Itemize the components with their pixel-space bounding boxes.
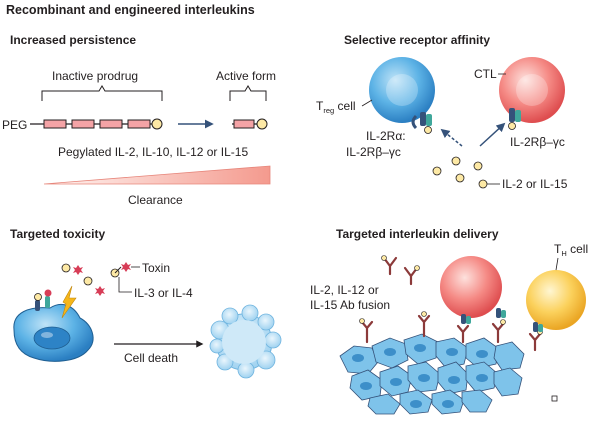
th-leader bbox=[555, 257, 559, 271]
pegylated-caption: Pegylated IL-2, IL-10, IL-12 or IL-15 bbox=[58, 145, 248, 159]
target-cell-receptors bbox=[34, 289, 52, 311]
receptor-left-line1: IL-2Rα: bbox=[366, 129, 406, 143]
weak-binding-arrow bbox=[440, 128, 463, 147]
active-brace bbox=[229, 85, 267, 101]
prodrug-segment bbox=[71, 119, 95, 129]
treg-leader bbox=[361, 99, 373, 107]
il3-label: IL-3 or IL-4 bbox=[134, 286, 193, 300]
ligand-label: IL-2 or IL-15 bbox=[502, 177, 568, 191]
panel-targeted-delivery: Targeted interleukin delivery bbox=[310, 227, 588, 415]
receptor-right-label: IL-2Rβ–γc bbox=[510, 135, 565, 149]
ligand-head bbox=[151, 118, 163, 130]
il3-leader bbox=[118, 277, 132, 293]
panel-selective-affinity: Selective receptor affinity Treg cell CT… bbox=[316, 33, 568, 191]
figure-title: Recombinant and engineered interleukins bbox=[6, 3, 255, 17]
peg-label: PEG bbox=[2, 118, 27, 132]
ctl-receptor-complex bbox=[508, 108, 521, 130]
prodrug-segment bbox=[127, 119, 151, 129]
free-ligands bbox=[432, 156, 488, 189]
bound-fusion-ligands bbox=[359, 311, 543, 335]
effector-cell-red bbox=[440, 256, 502, 318]
ctl-label: CTL bbox=[474, 67, 497, 81]
tumor-cell-cluster bbox=[339, 333, 525, 415]
lightning-icon bbox=[61, 285, 77, 319]
fusion-label-line2: IL-15 Ab fusion bbox=[310, 298, 390, 312]
treg-nucleus-highlight bbox=[386, 74, 418, 106]
apoptotic-cell bbox=[209, 304, 282, 379]
treg-label: Treg cell bbox=[316, 99, 356, 115]
prodrug-segment bbox=[43, 119, 67, 129]
treg-cell bbox=[369, 57, 435, 123]
clearance-wedge bbox=[43, 165, 271, 185]
strong-binding-arrow bbox=[479, 122, 506, 147]
prodrug-chain bbox=[30, 118, 163, 130]
cell-death-label: Cell death bbox=[124, 351, 178, 365]
effector-receptors bbox=[461, 308, 543, 332]
active-form-label: Active form bbox=[216, 69, 276, 83]
fusion-label-line1: IL-2, IL-12 or bbox=[310, 283, 379, 297]
panel-increased-persistence: Increased persistence Inactive prodrug A… bbox=[2, 33, 276, 207]
inactive-prodrug-label: Inactive prodrug bbox=[52, 69, 138, 83]
bound-antibody-fusions bbox=[360, 314, 542, 352]
toxin-conjugates bbox=[61, 262, 131, 296]
ctl-nucleus-highlight bbox=[516, 74, 548, 106]
receptor-left-line2: IL-2Rβ–γc bbox=[346, 145, 401, 159]
clearance-label: Clearance bbox=[128, 193, 183, 207]
panel-title-toxicity: Targeted toxicity bbox=[10, 227, 105, 241]
free-antibody-fusions bbox=[382, 256, 419, 286]
treg-receptor-complex bbox=[411, 112, 432, 134]
panel-title-affinity: Selective receptor affinity bbox=[344, 33, 490, 47]
corner-mark bbox=[551, 395, 558, 402]
th-cell bbox=[526, 270, 586, 330]
prodrug-brace bbox=[41, 85, 163, 101]
prodrug-segment bbox=[99, 119, 123, 129]
target-cell-nucleus bbox=[33, 326, 71, 350]
active-form-molecule bbox=[232, 118, 268, 130]
th-label: TH cell bbox=[554, 242, 588, 258]
panel-title-delivery: Targeted interleukin delivery bbox=[336, 227, 499, 241]
toxin-label: Toxin bbox=[142, 261, 170, 275]
panel-title-persistence: Increased persistence bbox=[10, 33, 136, 47]
panel-targeted-toxicity: Targeted toxicity Toxin IL-3 or IL-4 C bbox=[10, 227, 282, 379]
ctl-cell bbox=[499, 57, 565, 123]
tumor-nuclei bbox=[352, 344, 488, 408]
